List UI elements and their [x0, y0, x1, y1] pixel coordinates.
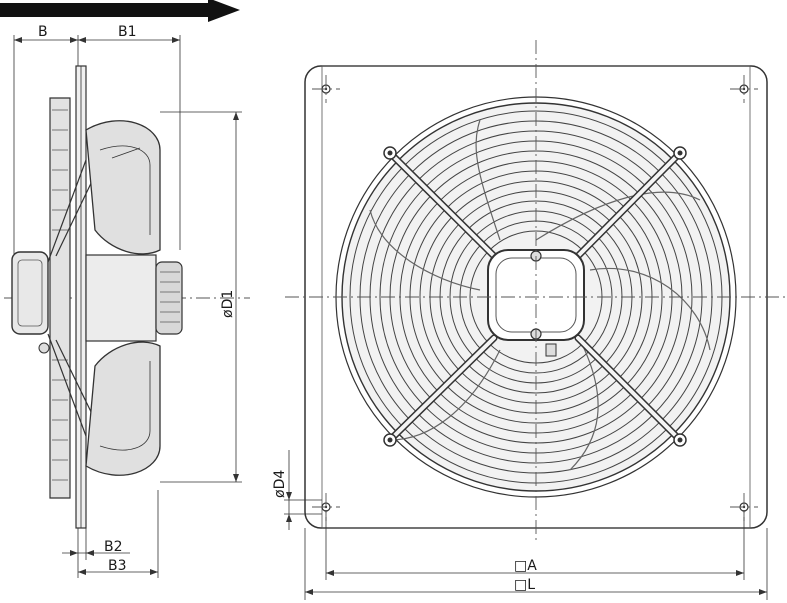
front-view: øD4 □A □L — [272, 40, 787, 600]
dim-b2-label: B2 — [104, 539, 123, 555]
dim-a-label: □A — [514, 558, 537, 574]
mounting-holes — [312, 75, 758, 521]
dim-l-label: □L — [514, 577, 535, 593]
dim-d1-label: øD1 — [220, 290, 236, 318]
guard-struts — [383, 146, 687, 447]
dim-b-label: B — [38, 24, 48, 40]
dim-d4-label: øD4 — [272, 470, 288, 498]
side-view: B B1 øD1 — [4, 24, 250, 578]
dim-b1-label: B1 — [118, 24, 137, 40]
impeller-blades — [369, 119, 711, 471]
airflow-arrow-icon — [0, 0, 240, 22]
dim-b3-label: B3 — [108, 558, 127, 574]
